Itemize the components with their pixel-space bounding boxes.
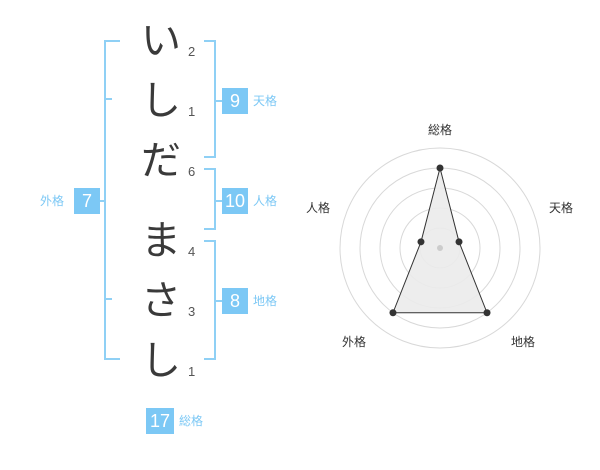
radar-axis-label-tenkaku: 天格 xyxy=(549,201,574,215)
tenkaku-bracket-bottom xyxy=(204,156,216,158)
radar-point xyxy=(483,309,491,317)
gaikaku-bracket-tick xyxy=(104,298,112,300)
name-char-3: だ xyxy=(141,138,181,184)
radar-ring xyxy=(379,187,501,309)
jinkaku-bracket-line xyxy=(214,168,216,230)
name-char-4: ま xyxy=(141,218,181,264)
radar-point xyxy=(389,309,397,317)
gaikaku-bracket-bottom xyxy=(104,358,120,360)
radar-axis-label-soukaku: 総格 xyxy=(428,123,453,137)
soukaku-value-badge: 17 xyxy=(146,408,174,434)
stroke-count-1: 2 xyxy=(188,44,196,59)
radar-axis-label-gaikaku: 外格 xyxy=(342,335,367,349)
radar-point xyxy=(436,164,444,172)
chikaku-value-badge: 8 xyxy=(222,288,248,314)
radar-point xyxy=(455,238,463,246)
stroke-count-5: 3 xyxy=(188,304,196,319)
name-char-6: し xyxy=(141,338,181,384)
radar-ring xyxy=(359,167,521,329)
chikaku-connector xyxy=(214,300,222,302)
radar-ring xyxy=(399,207,481,289)
gaikaku-connector xyxy=(100,200,106,202)
stroke-count-6: 1 xyxy=(188,364,196,379)
tenkaku-connector xyxy=(214,100,222,102)
radar-axis-label-chikaku: 地格 xyxy=(511,335,536,349)
jinkaku-value-badge: 10 xyxy=(222,188,248,214)
gaikaku-value-badge: 7 xyxy=(74,188,100,214)
jinkaku-connector xyxy=(214,200,222,202)
radar-ring xyxy=(339,147,541,349)
gaikaku-bracket-tick xyxy=(104,98,112,100)
jinkaku-bracket-top xyxy=(204,168,216,170)
radar-point xyxy=(417,238,425,246)
name-char-1: い xyxy=(141,18,181,64)
stroke-count-4: 4 xyxy=(188,244,196,259)
tenkaku-label: 天格 xyxy=(253,94,278,108)
jinkaku-bracket-bottom xyxy=(204,228,216,230)
chikaku-bracket-bottom xyxy=(204,358,216,360)
stroke-count-3: 6 xyxy=(188,164,196,179)
radar-axis-label-jinkaku: 人格 xyxy=(306,201,331,215)
chikaku-label: 地格 xyxy=(253,294,278,308)
soukaku-label: 総格 xyxy=(179,414,204,428)
chikaku-bracket-top xyxy=(204,240,216,242)
tenkaku-bracket-top xyxy=(204,40,216,42)
name-char-5: さ xyxy=(141,278,181,324)
radar-center-dot xyxy=(437,245,443,251)
stroke-count-2: 1 xyxy=(188,104,196,119)
gaikaku-bracket-top xyxy=(104,40,120,42)
jinkaku-label: 人格 xyxy=(253,194,278,208)
radar-polygon xyxy=(392,167,488,314)
tenkaku-bracket-line xyxy=(214,40,216,158)
radar-ring xyxy=(419,227,461,269)
gaikaku-label: 外格 xyxy=(40,194,65,208)
name-char-2: し xyxy=(141,78,181,124)
tenkaku-value-badge: 9 xyxy=(222,88,248,114)
